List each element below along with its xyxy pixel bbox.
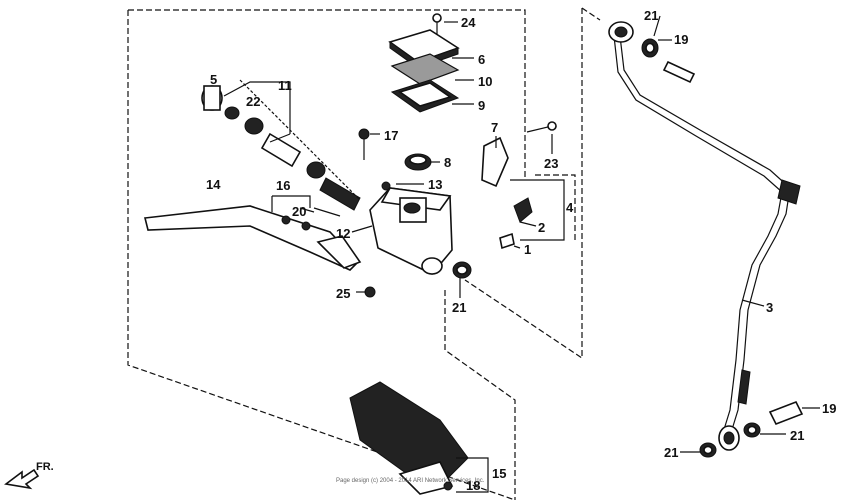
callout-6: 6 — [478, 52, 485, 67]
callout-22: 22 — [246, 94, 260, 109]
reservoir-cap-stack — [388, 13, 460, 113]
callout-1: 1 — [524, 242, 531, 257]
callout-15: 15 — [492, 466, 506, 481]
callout-3: 3 — [766, 300, 773, 315]
callout-21-top: 21 — [644, 8, 658, 23]
callout-10: 10 — [478, 74, 492, 89]
callout-4: 4 — [566, 200, 574, 215]
piston-assembly — [201, 79, 361, 211]
callout-16: 16 — [276, 178, 290, 193]
callout-21-cylinder: 21 — [452, 300, 466, 315]
callout-14: 14 — [206, 177, 221, 192]
hand-guard — [349, 381, 469, 495]
callout-8: 8 — [444, 155, 451, 170]
brake-lever — [144, 205, 362, 271]
callout-21-bottom-left: 21 — [664, 445, 678, 460]
callout-12: 12 — [336, 226, 350, 241]
callout-9: 9 — [478, 98, 485, 113]
callout-23: 23 — [544, 156, 558, 171]
leader-lines — [223, 15, 820, 493]
callout-5: 5 — [210, 72, 217, 87]
master-cylinder-body — [364, 187, 472, 298]
callout-17: 17 — [384, 128, 398, 143]
front-direction-indicator: FR. — [4, 461, 54, 490]
callout-19-bottom: 19 — [822, 401, 836, 416]
callout-7: 7 — [491, 120, 498, 135]
assembly-outline — [127, 7, 601, 501]
callout-24: 24 — [461, 15, 476, 30]
callout-21-bottom-right: 21 — [790, 428, 804, 443]
copyright-notice: Page design (c) 2004 - 2014 ARI Network … — [336, 478, 485, 484]
brake-hose — [608, 21, 804, 458]
callout-11: 11 — [278, 78, 292, 93]
callout-20: 20 — [292, 204, 306, 219]
callout-13: 13 — [428, 177, 442, 192]
callout-2: 2 — [538, 220, 545, 235]
small-parts — [358, 121, 557, 250]
callout-25: 25 — [336, 286, 350, 301]
direction-label: FR. — [36, 461, 54, 473]
callout-19-top: 19 — [674, 32, 688, 47]
callout-labels: 24 6 10 9 5 22 11 17 8 13 7 23 4 2 1 14 … — [206, 8, 836, 493]
callout-18: 18 — [466, 478, 480, 493]
arrow-icon — [4, 468, 40, 490]
